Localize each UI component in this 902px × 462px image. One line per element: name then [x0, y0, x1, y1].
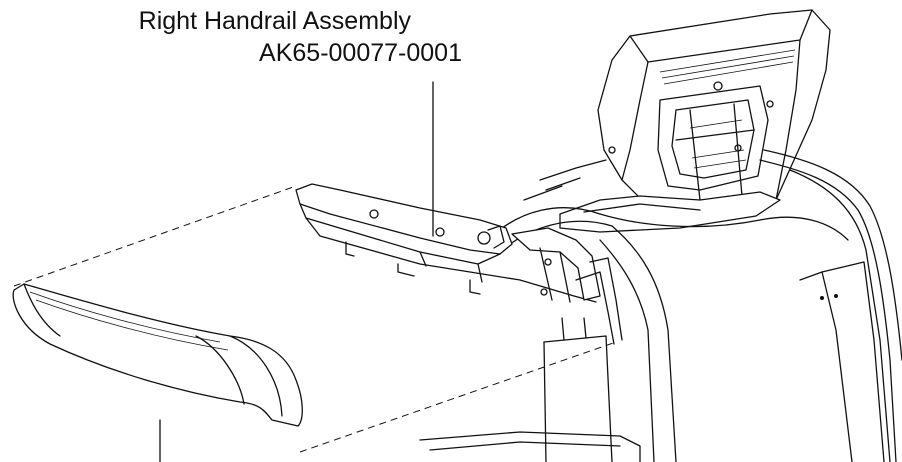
leader-lines: [159, 81, 434, 462]
console-mast: [523, 159, 781, 233]
callout-part-number: AK65-00077-0001: [259, 39, 462, 67]
upright-frame: [419, 149, 902, 462]
handrail-cover: [12, 283, 303, 427]
alignment-lines: [13, 185, 617, 453]
console-display: [597, 9, 831, 213]
right-handrail-assembly: [295, 183, 623, 345]
callout-part-name: Right Handrail Assembly: [138, 7, 411, 35]
